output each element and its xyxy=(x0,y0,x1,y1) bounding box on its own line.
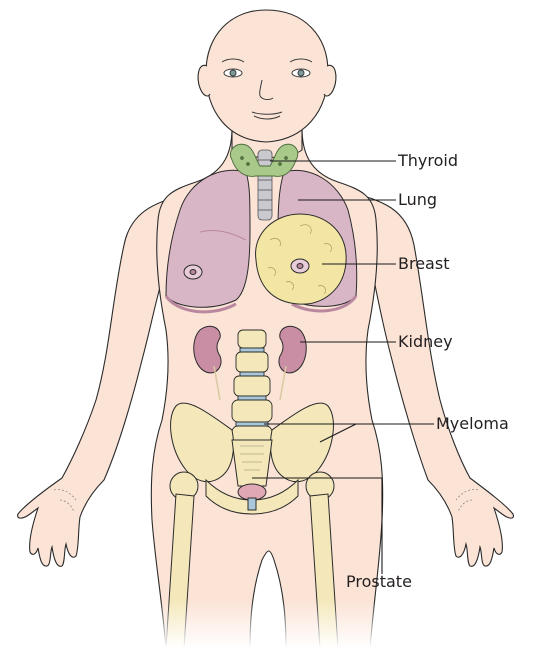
breast xyxy=(256,214,347,304)
trachea xyxy=(258,150,272,220)
label-kidney: Kidney xyxy=(398,334,453,350)
body-outline xyxy=(18,10,514,648)
label-breast: Breast xyxy=(398,256,449,272)
leg-fade xyxy=(140,600,400,648)
label-myeloma: Myeloma xyxy=(436,416,509,432)
label-thyroid: Thyroid xyxy=(398,153,458,169)
label-lung: Lung xyxy=(398,192,437,208)
label-prostate: Prostate xyxy=(346,574,412,590)
